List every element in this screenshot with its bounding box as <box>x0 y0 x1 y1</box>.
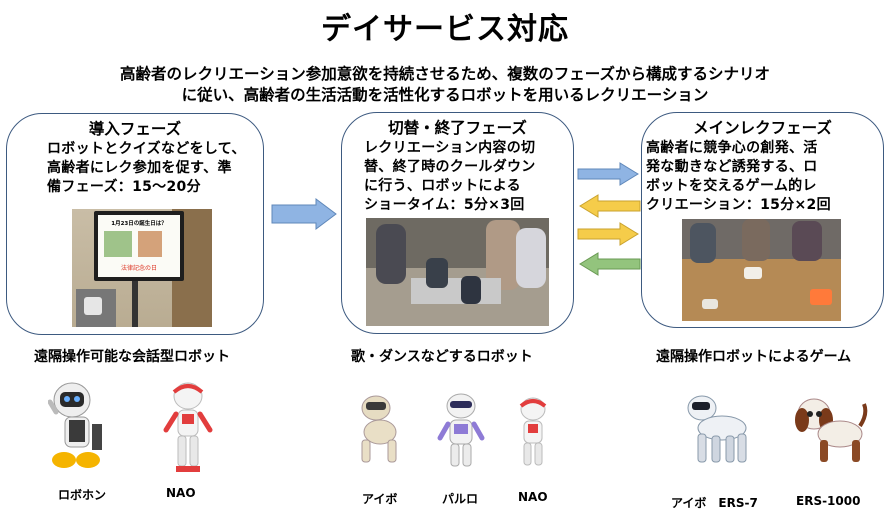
robot-label-palro: パルロ <box>442 492 479 506</box>
main-phase-line: クリエーション：15分×2回 <box>646 197 831 213</box>
quiz-tv-photo: 1月23日の誕生日は？ 法律記念の日 <box>72 209 212 327</box>
main-phase-line: ボットを交えるゲーム的レ <box>646 178 817 194</box>
switch-phase-description: レクリエーション内容の切 替、終了時のクールダウン に行う、ロボットによる ショ… <box>364 139 573 215</box>
switch-phase-box: 切替・終了フェーズ レクリエーション内容の切 替、終了時のクールダウン に行う、… <box>341 112 574 334</box>
robot-show-photo <box>366 218 549 326</box>
robot-label-aibo-ers7: アイボ ERS-7 <box>671 496 758 510</box>
caption-right: 遠隔操作ロボットによるゲーム <box>656 349 852 365</box>
intro-line-1: 高齢者のレクリエーション参加意欲を持続させるため、複数のフェーズから構成するシナ… <box>120 65 770 83</box>
switch-phase-line: に行う、ロボットによる <box>364 178 521 194</box>
page-title: デイサービス対応 <box>321 12 569 47</box>
aibo-ers1000-image <box>795 398 868 462</box>
arrow-switch-to-main-2 <box>577 222 639 246</box>
phase-transition-arrows <box>577 162 641 276</box>
main-phase-title: メインレクフェーズ <box>693 119 832 137</box>
robot-label-robohon: ロボホン <box>58 488 107 502</box>
nao-image-middle <box>519 397 547 466</box>
intro-line-2: に従い、高齢者の生活活動を活性化するロボットを用いるレクリエーション <box>181 86 709 104</box>
robot-label-nao-left: NAO <box>166 486 196 500</box>
robohon-image <box>48 382 102 468</box>
switch-phase-line: ショータイム：5分×3回 <box>364 197 525 213</box>
robot-game-photo <box>682 219 841 321</box>
arrow-intro-to-switch <box>271 198 337 230</box>
aibo-ers7-image <box>687 395 747 463</box>
main-phase-description: 高齢者に競争心の創発、活 発な動きなど誘発する、ロ ボットを交えるゲーム的レ ク… <box>646 139 883 215</box>
slide-answer: 法律記念の日 <box>120 265 157 272</box>
palro-image <box>437 393 485 467</box>
intro-phase-title: 導入フェーズ <box>88 120 182 138</box>
slide-title: 1月23日の誕生日は？ <box>111 221 167 227</box>
intro-phase-line: 備フェーズ：15〜20分 <box>47 179 201 195</box>
switch-phase-line: 替、終了時のクールダウン <box>364 159 536 175</box>
main-phase-line: 高齢者に競争心の創発、活 <box>646 140 818 156</box>
robot-label-ers1000: ERS-1000 <box>796 494 861 508</box>
tv-screen: 1月23日の誕生日は？ 法律記念の日 <box>94 211 184 281</box>
switch-phase-line: レクリエーション内容の切 <box>364 140 536 156</box>
arrow-main-to-switch-1 <box>579 194 641 218</box>
robot-label-aibo-middle: アイボ <box>362 492 398 506</box>
caption-middle: 歌・ダンスなどするロボット <box>351 349 533 365</box>
intro-phase-line: ロボットとクイズなどをして、 <box>47 141 246 157</box>
nao-image-left <box>163 382 213 472</box>
intro-phase-line: 高齢者にレク参加を促す、準 <box>47 160 232 176</box>
intro-phase-description: ロボットとクイズなどをして、 高齢者にレク参加を促す、準 備フェーズ：15〜20… <box>47 140 263 197</box>
switch-phase-title: 切替・終了フェーズ <box>388 119 527 137</box>
caption-left: 遠隔操作可能な会話型ロボット <box>34 349 230 365</box>
intro-phase-box: 導入フェーズ ロボットとクイズなどをして、 高齢者にレク参加を促す、準 備フェー… <box>6 113 264 335</box>
arrow-main-to-switch-2 <box>579 252 641 276</box>
main-phase-line: 発な動きなど誘発する、ロ <box>646 159 818 175</box>
arrow-switch-to-main-1 <box>577 162 639 186</box>
aibo-vintage-image <box>361 395 397 463</box>
robot-label-nao-middle: NAO <box>518 490 548 504</box>
main-phase-box: メインレクフェーズ 高齢者に競争心の創発、活 発な動きなど誘発する、ロ ボットを… <box>641 112 884 328</box>
